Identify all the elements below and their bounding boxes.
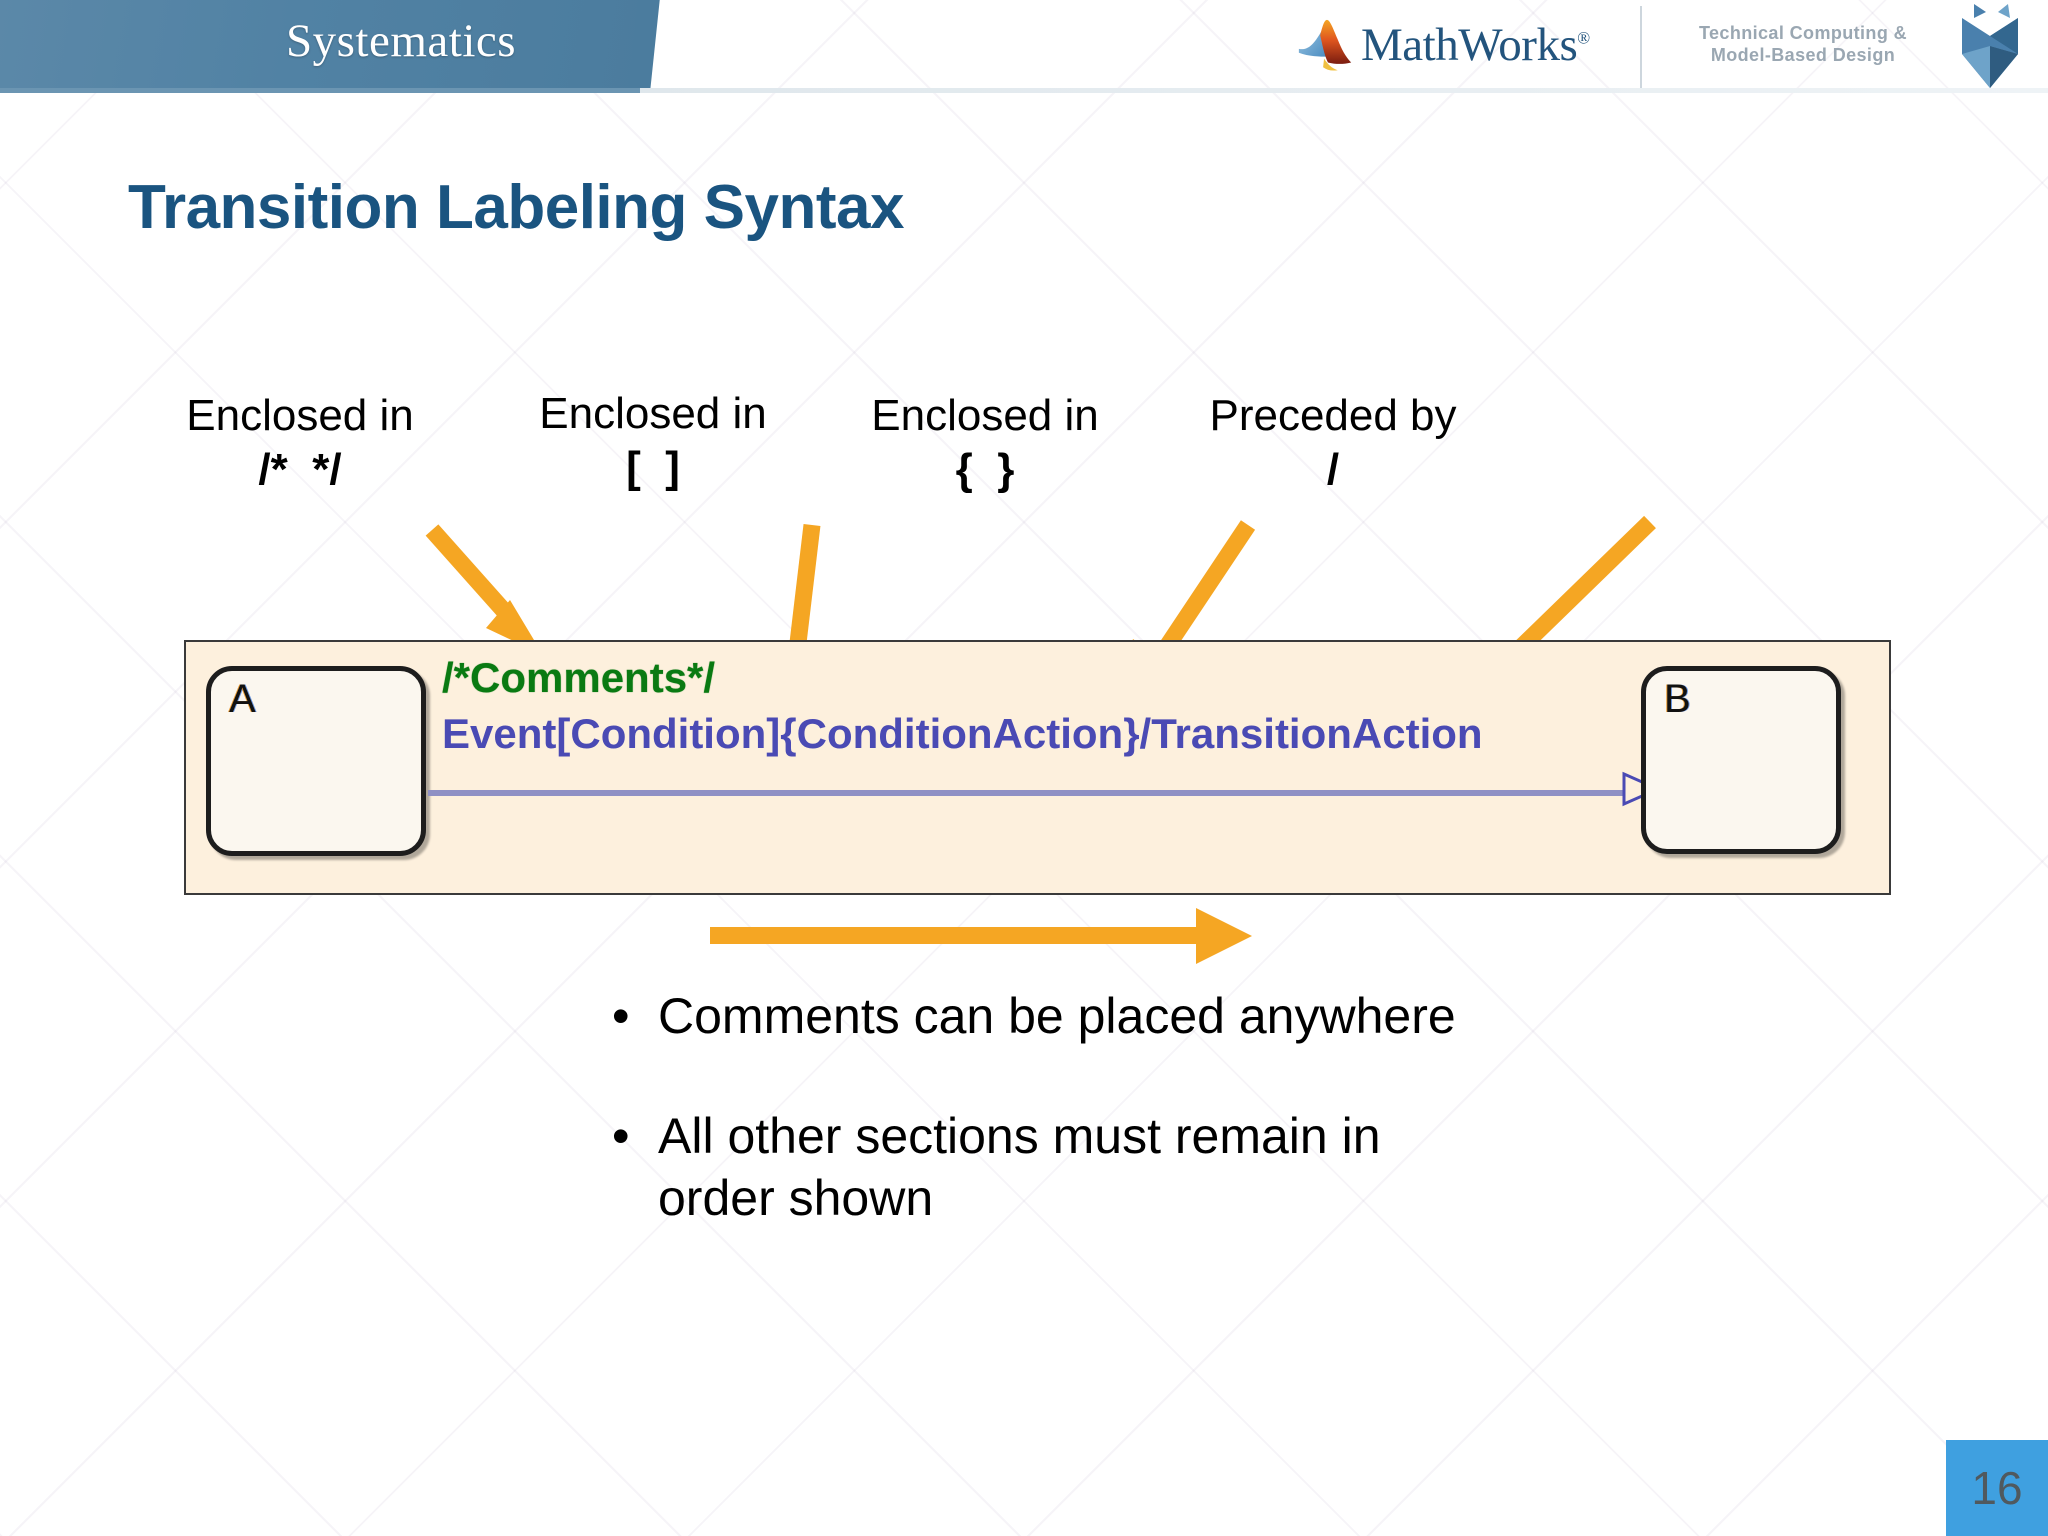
bullet-list: • Comments can be placed anywhere • All … — [600, 985, 1500, 1287]
state-box-a: A — [206, 666, 426, 856]
mathworks-trademark: ® — [1577, 28, 1590, 48]
annotation-line-1: Preceded by — [1209, 391, 1457, 440]
slide-header: Systematics MathWork — [0, 0, 2048, 96]
page-number-badge: 16 — [1946, 1440, 2048, 1536]
page-number: 16 — [1971, 1462, 2023, 1514]
state-label-a: A — [229, 677, 256, 721]
transition-comment-text: /*Comments*/ — [442, 654, 716, 701]
callout-arrow-comments — [425, 524, 543, 655]
annotation-line-1: Enclosed in — [871, 391, 1099, 440]
mathworks-tagline: Technical Computing & Model-Based Design — [1668, 22, 1938, 66]
transition-connector-line — [428, 790, 1638, 796]
list-item: • All other sections must remain in orde… — [600, 1105, 1500, 1229]
annotation-line-2: [ ] — [626, 443, 680, 492]
annotation-label-condition: Enclosed in [ ] — [488, 388, 818, 496]
bullet-text: Comments can be placed anywhere — [658, 988, 1456, 1044]
annotation-line-2: /* */ — [258, 445, 342, 494]
page-title: Transition Labeling Syntax — [128, 173, 904, 242]
mathworks-logo: MathWorks® — [1295, 10, 1590, 80]
annotation-line-1: Enclosed in — [539, 389, 767, 438]
annotation-label-condition-action: Enclosed in { } — [820, 390, 1150, 498]
stateflow-diagram-panel: A /*Comments*/ Event[Condition]{Conditio… — [184, 640, 1891, 895]
transition-label-text: Event[Condition]{ConditionAction}/Transi… — [442, 710, 1483, 757]
mathworks-wordmark: MathWorks® — [1361, 19, 1590, 71]
list-item: • Comments can be placed anywhere — [600, 985, 1500, 1047]
state-box-b: B — [1641, 666, 1841, 854]
annotation-line-2: / — [1326, 445, 1340, 494]
annotation-line-1: Enclosed in — [186, 391, 414, 440]
tagline-line-1: Technical Computing & — [1698, 23, 1908, 43]
bullet-marker: • — [612, 988, 630, 1044]
tagline-line-2: Model-Based Design — [1710, 45, 1896, 65]
header-rule — [0, 88, 2048, 93]
annotation-line-2: { } — [955, 445, 1015, 494]
systematics-logo-text: Systematics — [286, 15, 517, 67]
origami-fox-icon — [1962, 4, 2018, 88]
bullet-marker: • — [612, 1108, 630, 1164]
bullet-text: All other sections must remain in order … — [658, 1108, 1381, 1226]
order-of-sections-arrow — [710, 908, 1252, 964]
annotation-label-transition-action: Preceded by / — [1148, 390, 1518, 498]
mathworks-membrane-icon — [1298, 19, 1352, 71]
state-label-b: B — [1664, 677, 1691, 721]
header-divider — [1640, 6, 1642, 88]
annotation-label-comments: Enclosed in /* */ — [120, 390, 480, 498]
systematics-brand-band — [0, 0, 645, 90]
